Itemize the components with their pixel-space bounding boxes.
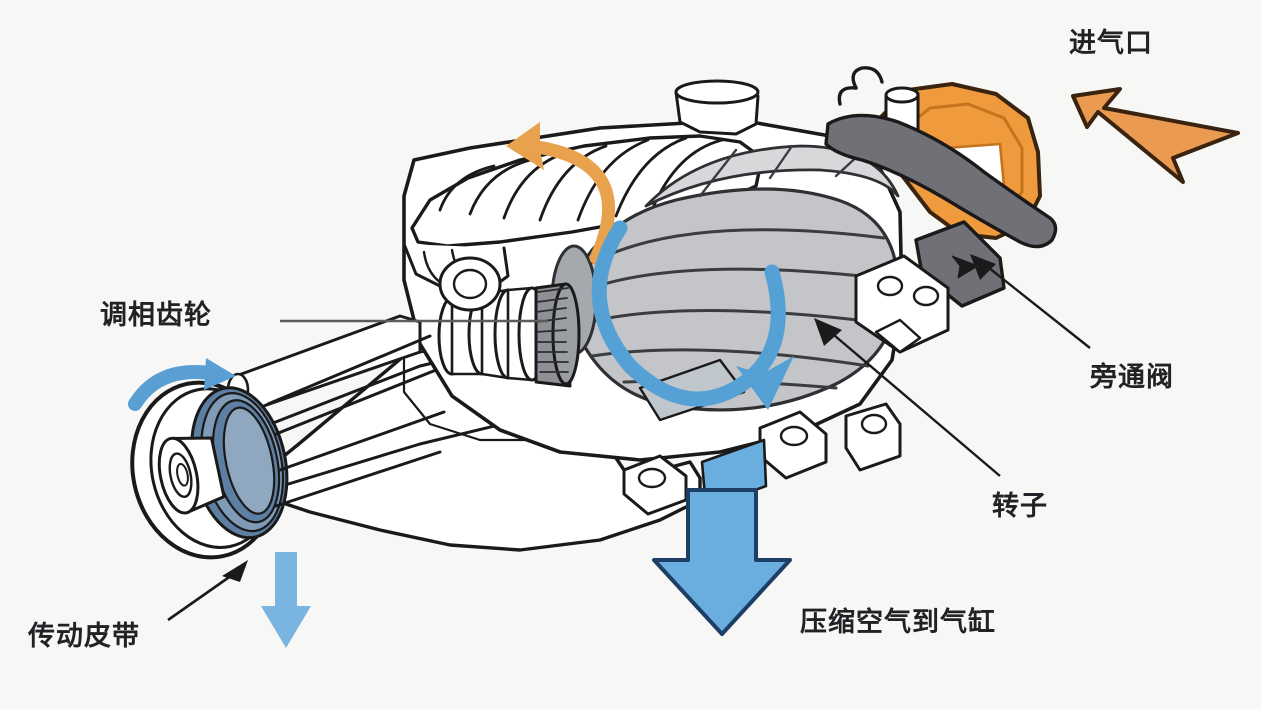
discharge-arrow — [652, 488, 792, 636]
rotor-rotation-arrow — [591, 220, 794, 410]
phasing-gear-and-shaft — [226, 256, 581, 412]
supercharger-body — [130, 66, 1058, 560]
label-rotor: 转子 — [992, 491, 1048, 521]
mounting-bosses — [622, 254, 950, 516]
leader-arrowhead-belt — [222, 560, 248, 582]
inner-cavity — [638, 358, 746, 422]
manifold-flow-arrow — [506, 122, 616, 265]
leader-arrowhead-bypass — [970, 254, 996, 280]
label-drive-belt: 传动皮带 — [28, 621, 140, 651]
label-compressed-air-to-cylinder: 压缩空气到气缸 — [800, 607, 996, 637]
leader-line-bypass — [983, 263, 1091, 349]
leader-arrowhead-rotor — [814, 318, 842, 346]
intake-arrow — [1071, 87, 1240, 184]
leader-lines — [167, 254, 1091, 622]
leader-line-rotor — [827, 329, 1001, 477]
drive-pulley — [130, 380, 289, 560]
label-bypass-valve: 旁通阀 — [1090, 362, 1174, 392]
belt-travel-arrow — [261, 552, 311, 648]
label-air-intake: 进气口 — [1069, 28, 1153, 58]
label-phasing-gear: 调相齿轮 — [100, 300, 212, 330]
drive-belt — [266, 334, 446, 508]
pulley-rotation-arrow — [128, 358, 236, 411]
